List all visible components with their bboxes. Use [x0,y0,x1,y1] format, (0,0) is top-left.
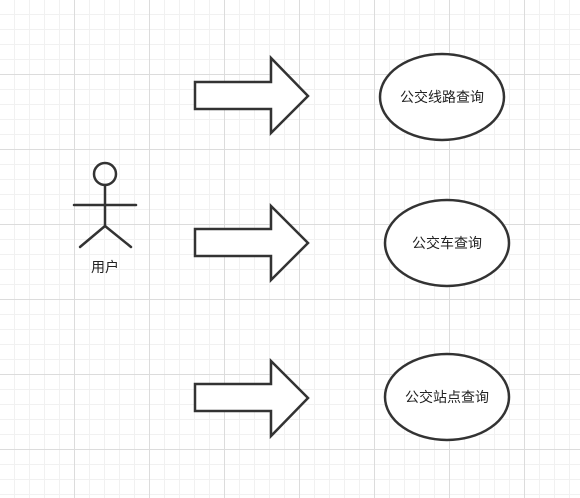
use-case-route-query-label: 公交线路查询 [400,90,484,106]
use-case-bus-query-ellipse[interactable] [383,198,511,288]
actor-left-leg [78,224,107,249]
use-case-route-query-ellipse[interactable] [378,52,506,142]
use-case-bus-query-label: 公交车查询 [412,236,482,252]
actor-head [92,161,118,187]
arrow-to-bus-query[interactable] [193,202,310,284]
actor-label: 用户 [91,260,119,276]
actor-right-leg [103,224,133,249]
use-case-stop-query-label: 公交站点查询 [405,390,489,406]
use-case-stop-query-ellipse[interactable] [383,352,511,442]
arrow-to-stop-query[interactable] [193,357,310,440]
arrow-to-route-query[interactable] [193,54,310,137]
actor-figure[interactable] [72,161,138,249]
